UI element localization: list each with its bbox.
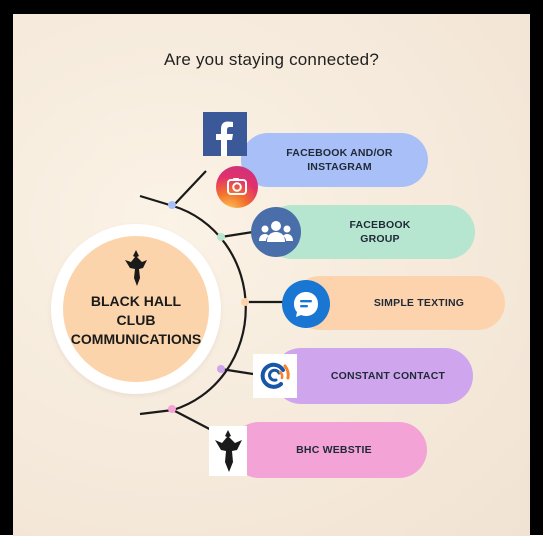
- hub-circle: BLACK HALL CLUB COMMUNICATIONS: [51, 224, 221, 394]
- connector-dot-3: [241, 298, 249, 306]
- hub-inner: BLACK HALL CLUB COMMUNICATIONS: [63, 236, 209, 382]
- hub-title: BLACK HALL CLUB COMMUNICATIONS: [63, 292, 209, 349]
- chat-bubble-icon: [282, 280, 330, 328]
- channel-constant-contact: CONSTANT CONTACT: [273, 348, 473, 404]
- outer-arc: [172, 204, 247, 412]
- channel-1-label-line1: FACEBOOK AND/OR: [286, 147, 393, 159]
- hub-title-line3: COMMUNICATIONS: [70, 331, 202, 347]
- channel-3-label-line1: SIMPLE TEXTING: [373, 297, 465, 309]
- group-icon: [251, 207, 301, 257]
- osprey-logo-icon: [209, 426, 247, 476]
- connector-dot-5: [168, 405, 176, 413]
- channel-facebook-instagram: FACEBOOK AND/OR INSTAGRAM: [241, 133, 428, 187]
- headline: Are you staying connected?: [163, 50, 379, 69]
- connector-dot-2: [217, 233, 225, 241]
- channel-bhc-website: BHC WEBSTIE: [231, 422, 427, 478]
- facebook-icon: [203, 112, 247, 156]
- channel-1-label-line2: INSTAGRAM: [307, 161, 372, 173]
- channel-2-label-line1: FACEBOOK: [349, 219, 411, 231]
- instagram-icon: [216, 166, 258, 208]
- osprey-icon: [125, 250, 147, 286]
- channel-2-label-line2: GROUP: [360, 233, 400, 245]
- connector-dot-4: [217, 365, 225, 373]
- hub-title-line1: BLACK HALL: [90, 293, 182, 309]
- hub-title-line2: CLUB: [116, 312, 156, 328]
- connector-dot-1: [168, 201, 176, 209]
- constant-contact-icon: [253, 354, 297, 398]
- channel-4-label-line1: CONSTANT CONTACT: [330, 370, 446, 382]
- channel-5-label-line1: BHC WEBSTIE: [296, 444, 372, 456]
- infographic-canvas: Are you staying connected? BLACK HALL CL…: [13, 14, 530, 536]
